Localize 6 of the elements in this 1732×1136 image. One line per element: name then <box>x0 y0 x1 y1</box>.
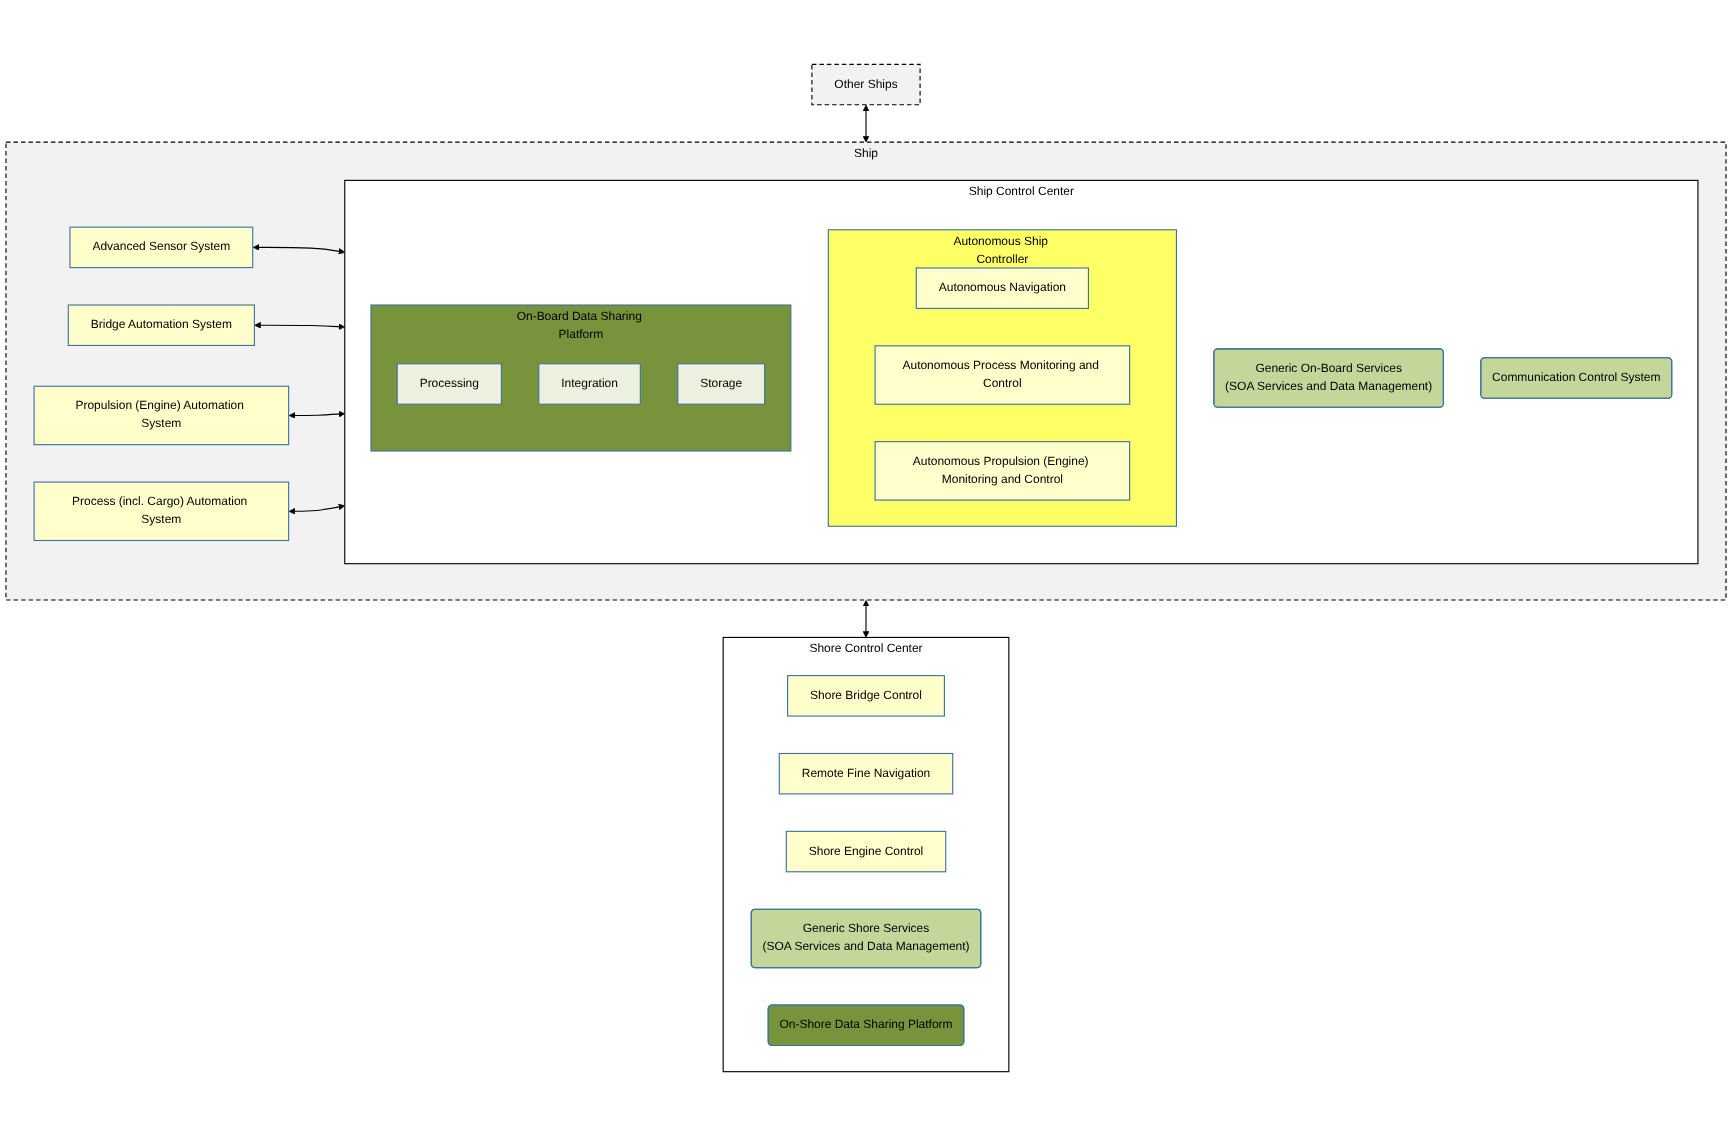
arrow <box>252 244 346 255</box>
arrow <box>862 600 870 638</box>
arrow <box>254 321 346 330</box>
arrow <box>288 503 346 515</box>
arrow <box>288 410 346 419</box>
arrow <box>862 104 870 143</box>
